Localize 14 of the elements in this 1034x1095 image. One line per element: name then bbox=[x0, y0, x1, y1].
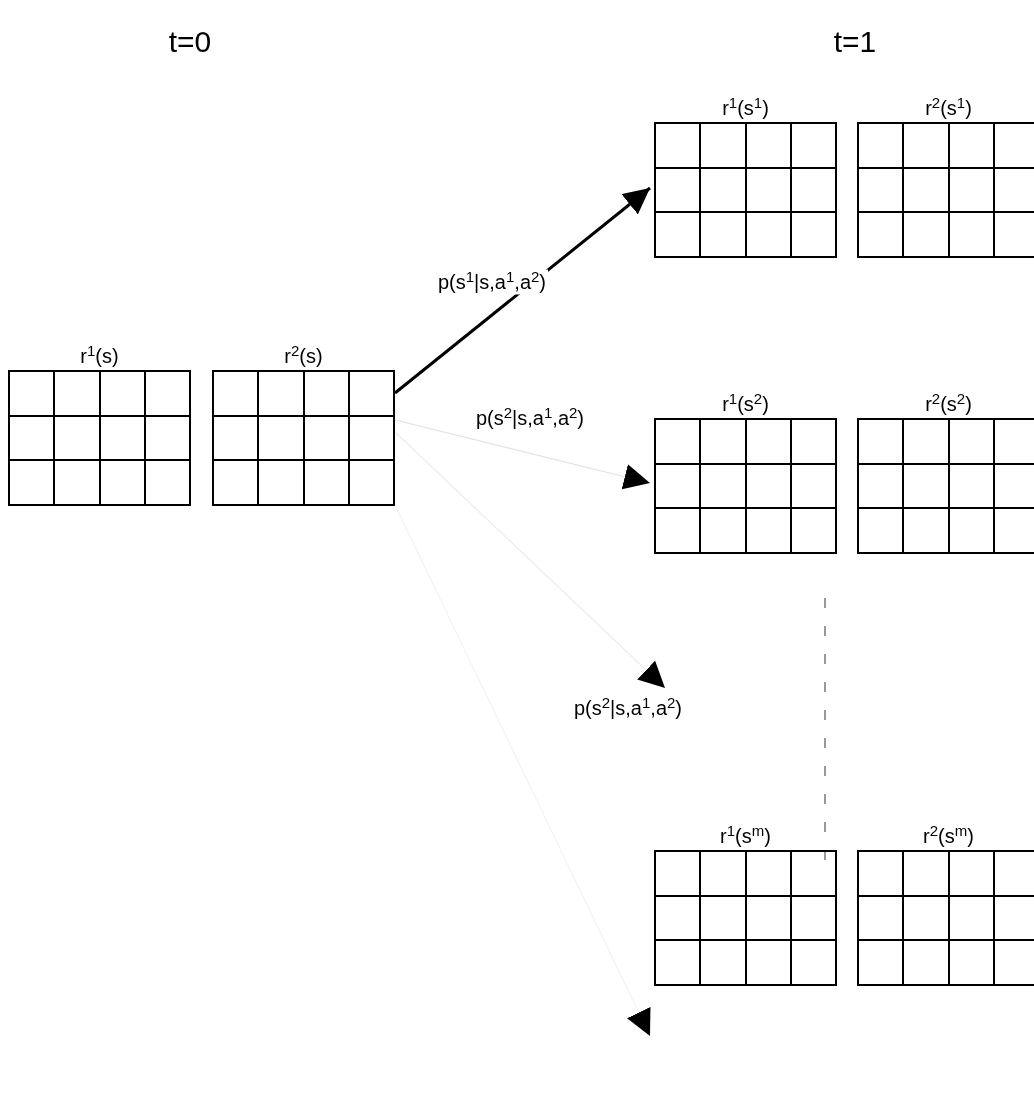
arrow bbox=[394, 186, 651, 395]
arrow bbox=[394, 431, 666, 689]
arrow bbox=[394, 419, 651, 490]
grid-heading: r$^{2}$(s$^{1}$) bbox=[925, 98, 972, 121]
grid-heading: r$^{2}$(s) bbox=[284, 346, 323, 369]
grid-heading: r$^{1}$(s$^{m}$) bbox=[720, 826, 771, 849]
grid-heading: r$^{2}$(s$^{m}$) bbox=[923, 826, 974, 849]
grid-heading: r$^{2}$(s$^{2}$) bbox=[925, 394, 972, 417]
arrow bbox=[394, 504, 651, 1037]
grid-heading: r$^{1}$(s$^{1}$) bbox=[722, 98, 769, 121]
grid-heading: r$^{1}$(s$^{2}$) bbox=[722, 394, 769, 417]
time-step-label: t=0 bbox=[168, 27, 212, 57]
time-step-label: t=1 bbox=[833, 27, 877, 57]
grid-heading: r$^{1}$(s) bbox=[80, 346, 119, 369]
